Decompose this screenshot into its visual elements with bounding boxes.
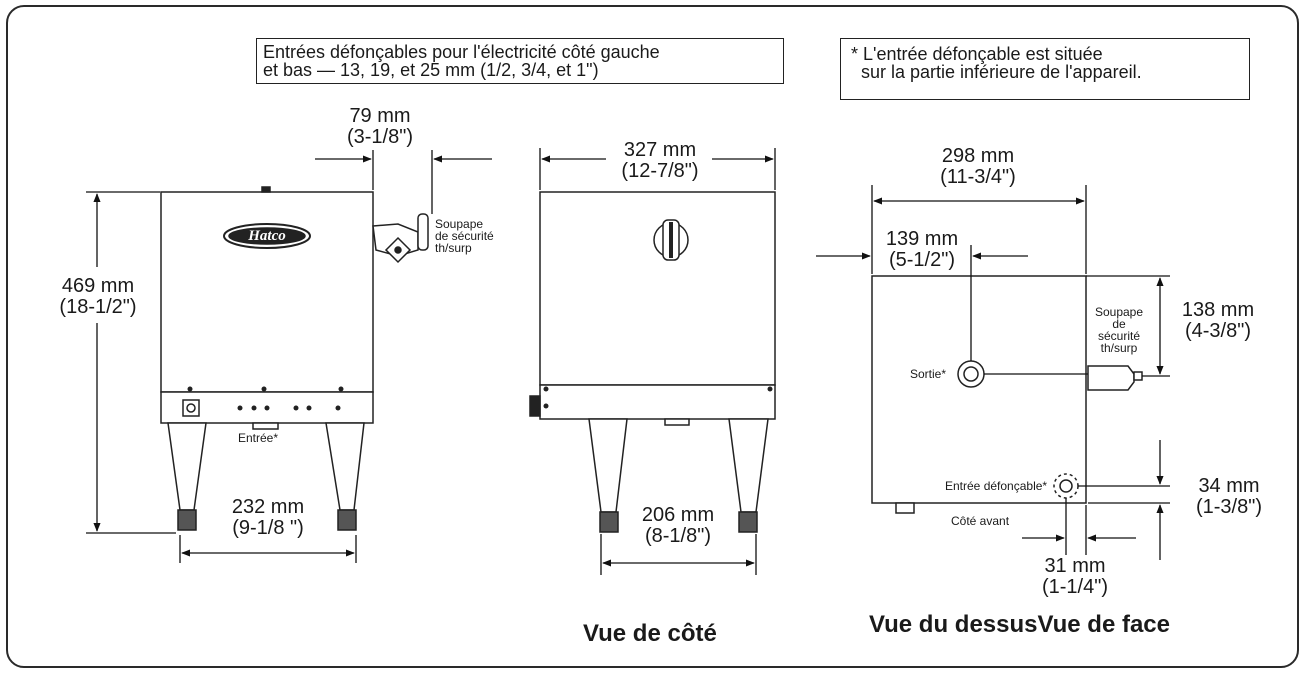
front-leg-right: [325, 422, 365, 511]
top-front-tab: [895, 502, 915, 514]
dim-206-mm: 206 mm: [641, 504, 715, 526]
knockouts-note-line1: Entrées défonçables pour l'électricité c…: [263, 42, 660, 62]
dim-138-in: (4-3/8"): [1184, 320, 1251, 342]
dim-298-in: (11-3/4"): [940, 166, 1016, 188]
side-foot-left: [599, 511, 619, 533]
dim-327-mm: 327 mm: [623, 139, 697, 161]
dim-206-label: 206 mm (8-1/8"): [628, 505, 728, 547]
top-valve-body: [1087, 365, 1135, 391]
front-leg-left: [167, 422, 207, 511]
top-valve-l4: th/surp: [1100, 341, 1138, 355]
dim-327-in: (12-7/8"): [621, 160, 699, 182]
front-side-label: Côté avant: [951, 514, 1010, 528]
dim-79-label: 79 mm (3-1/8"): [340, 106, 420, 148]
dim-327-label: 327 mm (12-7/8"): [608, 140, 712, 182]
dim-79-mm: 79 mm: [349, 105, 411, 127]
side-knob: [529, 395, 541, 417]
top-valve-label: Soupape de sécurité th/surp: [1090, 306, 1148, 354]
dim-469-in: (18-1/2"): [59, 296, 137, 318]
front-inlet-tab: [252, 422, 279, 430]
top-dimension-lines: [816, 185, 1170, 560]
front-foot-right: [337, 509, 357, 531]
knockouts-note-box: Entrées défonçables pour l'électricité c…: [256, 38, 784, 84]
dim-31-in: (1-1/4"): [1041, 576, 1108, 598]
dim-206-in: (8-1/8"): [644, 525, 711, 547]
front-valve-l2: de sécurité: [435, 229, 494, 243]
side-view-drawing: [529, 191, 776, 533]
side-leg-left: [588, 418, 628, 513]
front-valve-label: Soupape de sécurité th/surp: [435, 218, 494, 254]
dim-232-mm: 232 mm: [231, 496, 305, 518]
outlet-label: Sortie*: [910, 367, 947, 381]
dim-34-label: 34 mm (1-3/8"): [1184, 476, 1274, 518]
dim-232-in: (9-1/8 "): [232, 517, 304, 539]
side-tab: [664, 418, 690, 426]
side-cabinet: [539, 191, 776, 386]
top-valve-l1: Soupape: [1094, 305, 1144, 319]
inlet-label: Entrée*: [238, 431, 279, 445]
dim-298-mm: 298 mm: [941, 145, 1015, 167]
dim-34-in: (1-3/8"): [1195, 496, 1262, 518]
top-cabinet: [871, 275, 1087, 504]
bottom-inlet-note-line1: * L'entrée défonçable est située: [851, 44, 1103, 64]
dim-469-label: 469 mm (18-1/2"): [50, 276, 146, 318]
side-leg-right: [728, 418, 769, 513]
knockouts-note-line2: et bas — 13, 19, et 25 mm (1/2, 3/4, et …: [263, 60, 599, 80]
dim-139-in: (5-1/2"): [888, 249, 955, 271]
top-front-view-title: Vue du dessusVue de face: [869, 611, 1170, 638]
dim-232-label: 232 mm (9-1/8 "): [218, 497, 318, 539]
side-dimension-lines: [539, 148, 776, 575]
diagram-frame: [6, 5, 1299, 668]
front-dimension-lines: [86, 150, 492, 563]
top-valve-l2: de: [1112, 317, 1126, 331]
dim-34-mm: 34 mm: [1198, 475, 1260, 497]
dim-31-label: 31 mm (1-1/4"): [1030, 556, 1120, 598]
front-cabinet: [160, 191, 374, 393]
top-view-drawing: [871, 275, 1143, 514]
dim-31-mm: 31 mm: [1044, 555, 1106, 577]
dim-79-in: (3-1/8"): [346, 126, 413, 148]
front-view-drawing: [160, 186, 429, 531]
logo-badge-inner: [228, 227, 306, 245]
front-dots: [187, 386, 344, 411]
front-valve-l3: th/surp: [435, 241, 472, 255]
top-valve-l3: sécurité: [1097, 329, 1141, 343]
front-valve-l1: Soupape: [435, 217, 484, 231]
front-valve-drop: [394, 246, 402, 254]
dim-138-mm: 138 mm: [1181, 299, 1255, 321]
knockout-label: Entrée défonçable*: [945, 479, 1048, 493]
dim-139-mm: 139 mm: [885, 228, 959, 250]
dim-298-label: 298 mm (11-3/4"): [926, 146, 1030, 188]
dim-469-mm: 469 mm: [61, 275, 135, 297]
dim-138-label: 138 mm (4-3/8"): [1168, 300, 1268, 342]
front-foot-left: [177, 509, 197, 531]
side-foot-right: [738, 511, 758, 533]
front-valve-lever: [417, 213, 429, 251]
front-badge-dot: [186, 403, 196, 413]
logo-text: Hatco: [248, 228, 286, 244]
side-dots: [543, 386, 773, 409]
side-view-title: Vue de côté: [583, 620, 717, 647]
outlet-core: [963, 366, 979, 382]
bottom-inlet-note-line2: sur la partie inférieure de l'appareil.: [861, 62, 1142, 82]
dim-139-label: 139 mm (5-1/2"): [870, 229, 974, 271]
side-base: [539, 384, 776, 420]
front-top-tab: [261, 186, 271, 193]
bottom-inlet-note-box: * L'entrée défonçable est située sur la …: [840, 38, 1250, 100]
